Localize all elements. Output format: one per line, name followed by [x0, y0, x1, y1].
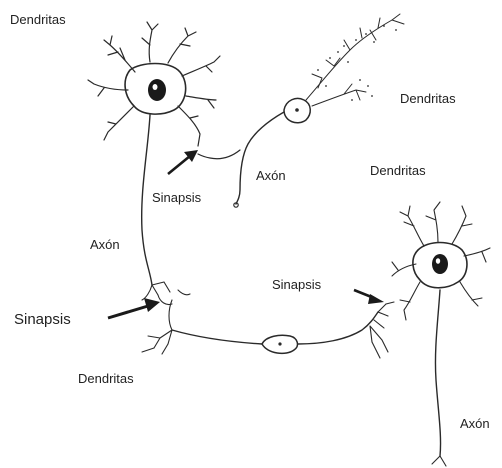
neuron-1	[88, 22, 220, 305]
arrow-sinapsis-upper	[168, 156, 190, 174]
neuron-2	[198, 14, 404, 207]
neuron-1-nucleus	[148, 79, 166, 101]
neuron-4-axon	[435, 290, 440, 456]
label-dendritas-top-left: Dendritas	[10, 12, 66, 27]
neuron-3-dendrites	[142, 300, 172, 354]
label-dendritas-right-upper: Dendritas	[400, 91, 456, 106]
label-axon-bottom-right: Axón	[460, 416, 490, 431]
neuron-3-axon	[172, 312, 378, 344]
label-axon-mid: Axón	[256, 168, 286, 183]
neuron-2-dendrites	[306, 14, 404, 106]
arrow-sinapsis-left	[108, 306, 148, 318]
label-sinapsis-left: Sinapsis	[14, 311, 71, 328]
neuron-2-axon	[236, 112, 284, 204]
label-dendritas-right-mid: Dendritas	[370, 163, 426, 178]
neuron-3	[142, 300, 394, 358]
label-sinapsis-upper: Sinapsis	[152, 190, 202, 205]
label-axon-left: Axón	[90, 237, 120, 252]
neuron-4-nucleus	[432, 254, 448, 274]
labels: Dendritas Dendritas Dendritas Dendritas …	[10, 12, 490, 431]
neuron-1-axon	[142, 115, 152, 285]
label-sinapsis-right: Sinapsis	[272, 277, 322, 292]
label-dendritas-bottom-left: Dendritas	[78, 371, 134, 386]
